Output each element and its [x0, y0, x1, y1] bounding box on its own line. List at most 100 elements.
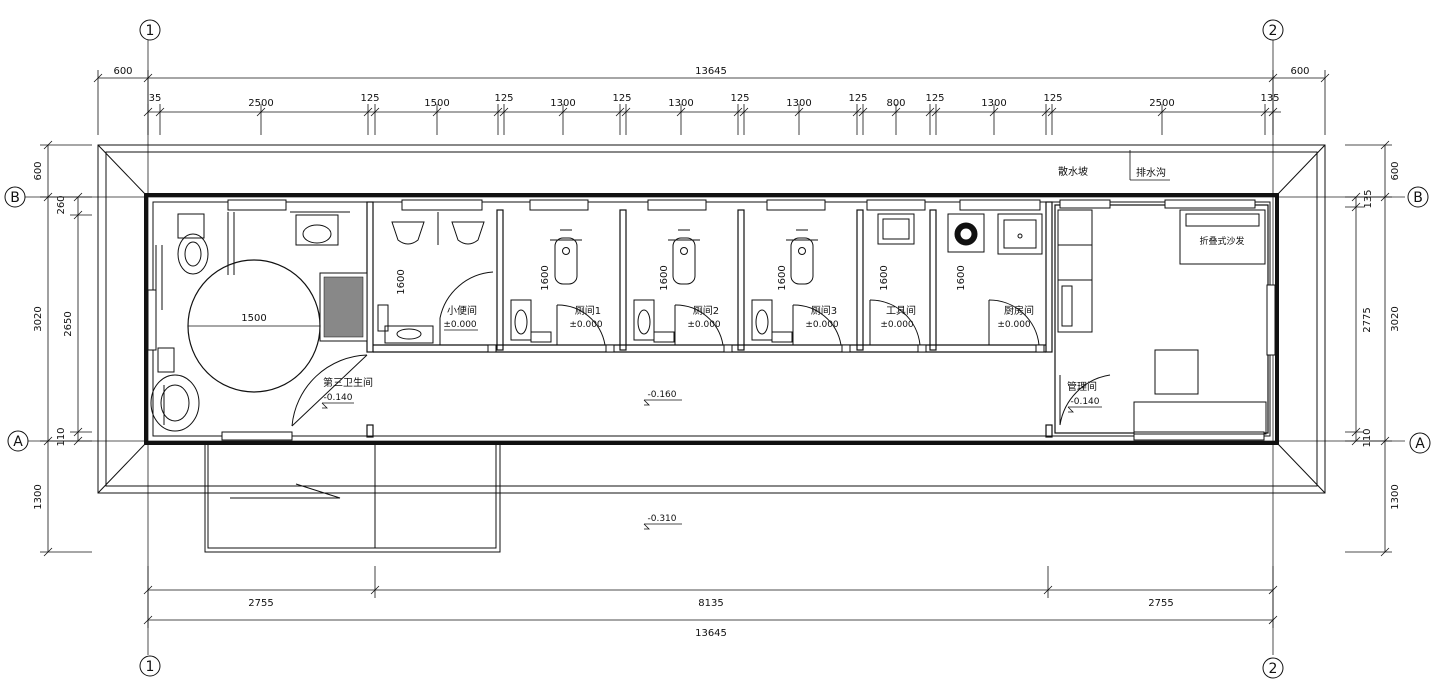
grab-bar: [771, 331, 793, 343]
room-depth-urinal: 1600: [396, 269, 407, 294]
dim-top-overall: 13645: [695, 66, 727, 77]
dim-right-outer: 600: [1390, 161, 1401, 180]
room-depth-stall1: 1600: [540, 265, 551, 290]
dim-left-outer: 600: [33, 161, 44, 180]
toilet-icon: [790, 237, 814, 285]
axis-label-row-top-right: B: [1413, 190, 1423, 206]
dim-bottom-right: 2755: [1148, 598, 1173, 609]
level-mark-stall3: ±0.000: [805, 320, 839, 330]
dim-tick: [493, 107, 503, 117]
level-mark-stall1: ±0.000: [569, 320, 603, 330]
level-mark-accessible: -0.140: [321, 393, 354, 409]
dim-top-overall-left: 600: [113, 66, 132, 77]
dim-top-detail: 125: [612, 93, 631, 104]
dim-left-inner: 110: [56, 427, 67, 446]
dim-tick: [370, 107, 380, 117]
management-room-fixtures: [1057, 209, 1267, 435]
dim-top-detail: 135: [1260, 93, 1279, 104]
dim-tick: [363, 107, 373, 117]
room-depth-stall3: 1600: [777, 265, 788, 290]
room-label-stall1: 厕间1: [575, 304, 601, 317]
dim-lines-bottom: [143, 566, 1278, 628]
dim-tick: [1268, 73, 1278, 83]
grab-bar: [653, 331, 675, 343]
dim-bottom-left: 2755: [248, 598, 273, 609]
room-depth-stall2: 1600: [659, 265, 670, 290]
dim-tick: [733, 107, 743, 117]
svg-text:±0.000: ±0.000: [443, 320, 477, 330]
dim-top-detail: 2500: [1149, 98, 1174, 109]
dim-tick: [155, 107, 165, 117]
stall-fixtures: [487, 229, 1045, 353]
turning-circle-diameter: 1500: [241, 313, 266, 324]
level-mark-tool: ±0.000: [880, 320, 914, 330]
dim-tick: [989, 107, 999, 117]
dim-bottom-overall: 13645: [695, 628, 727, 639]
accessible-room-fixtures: [150, 211, 350, 432]
level-mark-management: -0.140: [1067, 397, 1102, 413]
dim-tick: [499, 107, 509, 117]
dim-tick: [615, 107, 625, 117]
accessible-door[interactable]: [291, 354, 368, 427]
toilet-flush-icon: [798, 247, 806, 255]
wash-basin-bowl: [514, 309, 528, 335]
dim-top-detail: 2500: [248, 98, 273, 109]
dim-tick: [256, 107, 266, 117]
dim-tick: [1041, 107, 1051, 117]
dim-tick: [794, 107, 804, 117]
toilet-icon: [554, 237, 578, 285]
room-label-accessible: 第三卫生间: [323, 376, 373, 389]
dim-top-detail: 1500: [424, 98, 449, 109]
dim-top-detail: 1300: [668, 98, 693, 109]
dim-tick: [931, 107, 941, 117]
dim-tick: [1268, 107, 1278, 117]
dim-tick: [432, 107, 442, 117]
dim-tick: [621, 107, 631, 117]
dim-tick: [143, 107, 153, 117]
dim-top-detail: 125: [925, 93, 944, 104]
dim-tick: [1320, 73, 1330, 83]
level-mark-stall2: ±0.000: [687, 320, 721, 330]
apron-label: 散水坡: [1058, 165, 1088, 178]
room-label-kitchen: 厨房间: [1004, 304, 1034, 317]
dim-top-detail: 800: [886, 98, 905, 109]
wash-basin-icon: [751, 299, 773, 341]
dim-tick: [1157, 107, 1167, 117]
drain-label: 排水沟: [1136, 166, 1166, 179]
building-walls: [144, 193, 1279, 445]
door-opening: [487, 344, 497, 353]
tool-kitchen-fixtures: [877, 213, 1043, 255]
svg-text:-0.310: -0.310: [647, 514, 676, 524]
axis-label-col-right-top: 2: [1269, 23, 1278, 39]
dim-left-outer: 1300: [33, 484, 44, 509]
entrance-ramp: [204, 444, 501, 553]
dim-tick: [925, 107, 935, 117]
svg-text:-0.140: -0.140: [1070, 397, 1099, 407]
room-label-urinal: 小便间: [447, 304, 477, 317]
wash-basin-bowl: [755, 309, 769, 335]
door-opening: [1035, 344, 1045, 353]
toilet-flush-icon: [562, 247, 570, 255]
door-opening: [605, 344, 615, 353]
door-opening: [723, 344, 733, 353]
sofa-label: 折叠式沙发: [1199, 235, 1244, 247]
dim-tick: [1047, 107, 1057, 117]
stall-door-swing: [792, 304, 842, 346]
dim-right-outer: 1300: [1390, 484, 1401, 509]
level-mark-kitchen: ±0.000: [997, 320, 1031, 330]
dim-bottom-middle: 8135: [698, 598, 723, 609]
door-opening: [841, 344, 851, 353]
axis-label-col-left-top: 1: [146, 23, 155, 39]
stall-door-swing: [674, 304, 724, 346]
axis-label-row-bottom-right: A: [1415, 436, 1425, 452]
dim-tick: [858, 107, 868, 117]
axis-label-col-left-bottom: 1: [146, 659, 155, 675]
level-mark-corridor: -0.160: [643, 390, 682, 406]
dim-tick: [676, 107, 686, 117]
dim-left-inner: 2650: [63, 311, 74, 336]
drain-leader: [1129, 150, 1170, 181]
axis-label-row-top-left: B: [10, 190, 20, 206]
dim-top-detail: 1300: [550, 98, 575, 109]
toilet-icon: [672, 237, 696, 285]
